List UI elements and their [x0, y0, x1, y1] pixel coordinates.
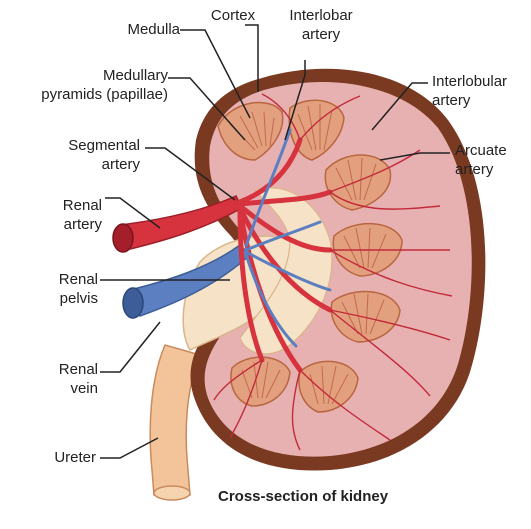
label-cortex: Cortex: [203, 6, 263, 25]
label-ureter: Ureter: [20, 448, 96, 467]
figure-caption: Cross-section of kidney: [218, 488, 388, 505]
renal-vein-opening: [123, 288, 143, 318]
label-medulla: Medulla: [100, 20, 180, 39]
renal-artery-opening: [113, 224, 133, 252]
renal-vein-leader: [100, 322, 160, 372]
ureter-leader: [100, 438, 158, 458]
ureter-opening: [154, 486, 190, 500]
